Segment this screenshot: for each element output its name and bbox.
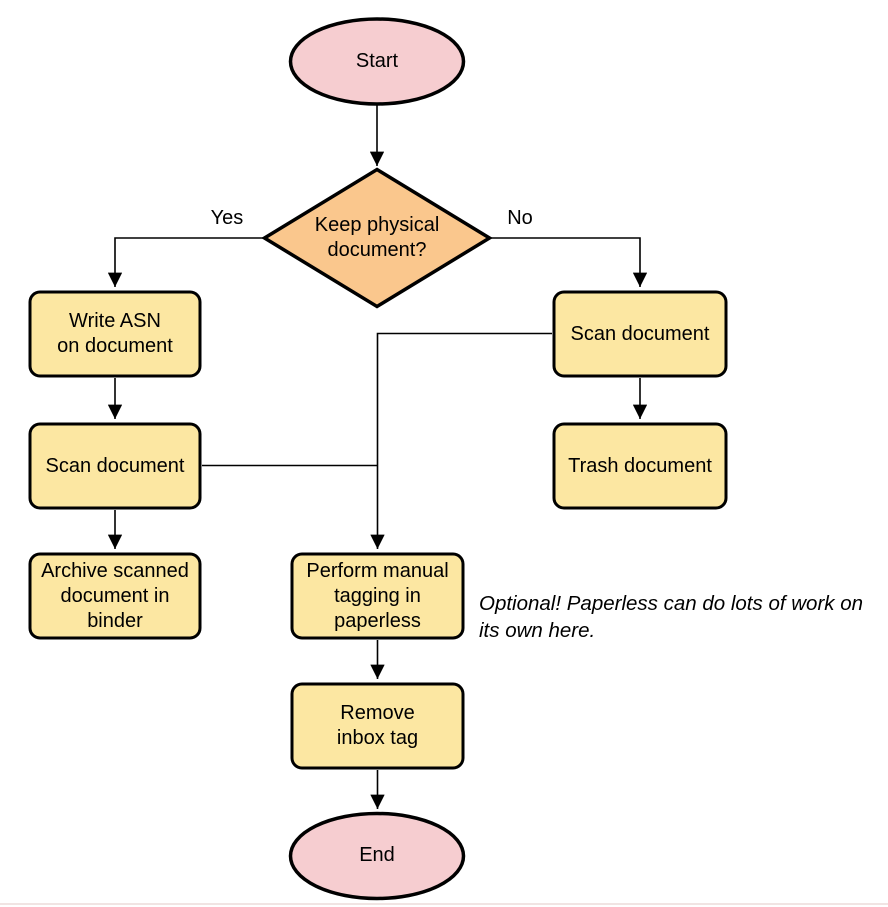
bottom-edge-line xyxy=(0,903,888,905)
connectors xyxy=(107,105,648,809)
optional-note: Optional! Paperless can do lots of work … xyxy=(479,592,864,642)
node-write-asn-shape xyxy=(28,290,202,378)
node-start-shape xyxy=(288,17,466,106)
node-scan-left-shape xyxy=(28,422,202,510)
node-scan-right-shape xyxy=(552,290,728,378)
edge-decision-no-to-scan-right xyxy=(488,237,648,287)
node-archive-shape xyxy=(28,552,202,640)
edge-scan-right-to-tagging xyxy=(370,332,552,549)
node-decision-shape xyxy=(261,167,493,309)
node-end-shape xyxy=(288,811,466,901)
node-remove-inbox-shape xyxy=(290,682,465,770)
node-trash-shape xyxy=(552,422,728,510)
node-tagging-shape xyxy=(290,552,465,640)
edge-decision-yes-to-write-asn xyxy=(107,237,266,287)
